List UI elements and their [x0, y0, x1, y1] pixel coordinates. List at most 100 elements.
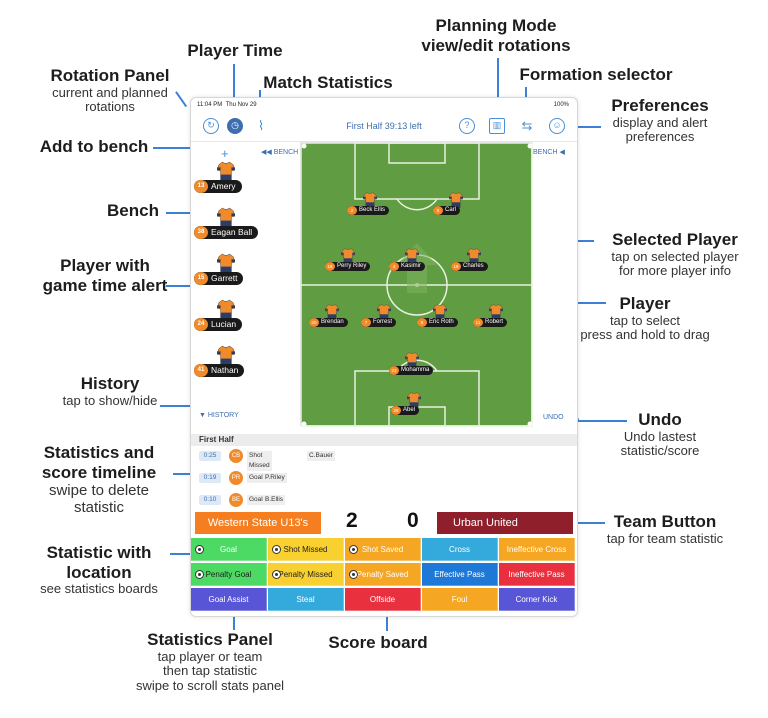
player-number: 23	[389, 366, 399, 375]
stat-label: Goal	[220, 545, 237, 554]
annotation-planning-mode: Planning Mode view/edit rotations	[421, 16, 571, 55]
away-team-button[interactable]: Urban United	[437, 512, 573, 534]
home-score: 2	[346, 509, 358, 532]
pointer-line	[575, 522, 605, 524]
player-name: Carl	[433, 206, 461, 215]
pointer-line	[173, 473, 197, 475]
stat-label: Goal Assist	[208, 595, 249, 604]
stat-label: Penalty Saved	[356, 570, 409, 579]
bench-right-button[interactable]: BENCH ◀	[533, 149, 565, 156]
bench-left-button[interactable]: ◀◀ BENCH	[261, 149, 299, 156]
pointer-line	[497, 58, 499, 110]
player-name: Kasimir	[389, 262, 426, 271]
stat-label: Corner Kick	[515, 595, 558, 604]
formation-selector-icon[interactable]: ⇆	[521, 118, 533, 133]
location-target-icon	[272, 545, 281, 554]
player-name: Eric Roth	[417, 318, 458, 327]
stat-button[interactable]: Penalty Missed	[268, 563, 344, 586]
annotation-player-alert: Player with game time alert	[42, 256, 168, 295]
player-name: Abel	[391, 406, 420, 415]
timeline-player: P.Riley	[263, 473, 287, 483]
player-number: 6	[417, 318, 427, 327]
jersey	[216, 252, 236, 275]
annotation-formation-selector: Formation selector	[519, 65, 673, 84]
timeline-time: 0:25	[199, 451, 221, 461]
timeline-time: 0:19	[199, 473, 221, 483]
player-number: 2	[347, 206, 357, 215]
status-bar: 11:04 PM Thu Nov 29 100%	[191, 98, 577, 112]
annotation-selected-player: Selected Player tap on selected player f…	[611, 230, 739, 279]
player-number: 4	[389, 262, 399, 271]
stat-button[interactable]: Goal	[191, 538, 267, 561]
stat-label: Cross	[449, 545, 470, 554]
player-time-icon[interactable]: ◷	[227, 118, 243, 134]
planning-mode-icon[interactable]: ▥	[489, 118, 505, 134]
player-number: 11	[473, 318, 483, 327]
add-to-bench-icon[interactable]: +	[221, 146, 229, 161]
timeline-stat: Shot Missed	[247, 451, 272, 471]
annotation-score-board: Score board	[328, 633, 428, 652]
stat-button[interactable]: Foul	[422, 588, 498, 611]
home-team-button[interactable]: Western State U13's	[195, 512, 321, 534]
player-name: Beck Ellis	[347, 206, 390, 215]
stat-button[interactable]: Offside	[345, 588, 421, 611]
player-number: 13	[194, 180, 208, 193]
help-icon[interactable]: ?	[459, 118, 475, 134]
stat-button[interactable]: Goal Assist	[191, 588, 267, 611]
stat-button[interactable]: Steal	[268, 588, 344, 611]
player-number: 18	[325, 262, 335, 271]
stat-button[interactable]: Shot Saved	[345, 538, 421, 561]
timeline-time: 0:10	[199, 495, 221, 505]
preferences-icon[interactable]: ☺	[549, 118, 565, 134]
undo-button[interactable]: UNDO	[543, 414, 564, 421]
player-number: 19	[451, 262, 461, 271]
location-target-icon	[195, 570, 204, 579]
pointer-line	[160, 405, 196, 407]
annotation-team-button: Team Button tap for team statistic	[606, 512, 724, 546]
stat-button[interactable]: Ineffective Cross	[499, 538, 575, 561]
stat-button[interactable]: Effective Pass	[422, 563, 498, 586]
stat-button[interactable]: Penalty Saved	[345, 563, 421, 586]
half-label: First Half	[191, 434, 577, 446]
annotation-rotation-panel: Rotation Panel current and planned rotat…	[50, 66, 170, 115]
jersey	[216, 344, 236, 367]
pointer-line	[575, 420, 627, 422]
match-statistics-icon[interactable]: ⌇	[257, 118, 265, 133]
stat-label: Foul	[451, 595, 468, 604]
pointer-line	[233, 612, 235, 630]
stat-button[interactable]: Corner Kick	[499, 588, 575, 611]
stat-button[interactable]: Penalty Goal	[191, 563, 267, 586]
pointer-line	[573, 126, 601, 128]
history-toggle[interactable]: ▼ HISTORY	[199, 412, 239, 419]
location-target-icon	[195, 545, 204, 554]
jersey	[216, 298, 236, 321]
location-target-icon	[349, 545, 358, 554]
jersey-icon	[216, 207, 236, 229]
rotation-panel-icon[interactable]: ↻	[203, 118, 219, 134]
player-number: 28	[391, 406, 401, 415]
player-name: Perry Riley	[325, 262, 371, 271]
stat-button[interactable]: Ineffective Pass	[499, 563, 575, 586]
pointer-line	[170, 553, 196, 555]
jersey-icon	[216, 299, 236, 321]
stat-button[interactable]: Cross	[422, 538, 498, 561]
stat-button[interactable]: Shot Missed	[268, 538, 344, 561]
player-name: Charles	[451, 262, 488, 271]
